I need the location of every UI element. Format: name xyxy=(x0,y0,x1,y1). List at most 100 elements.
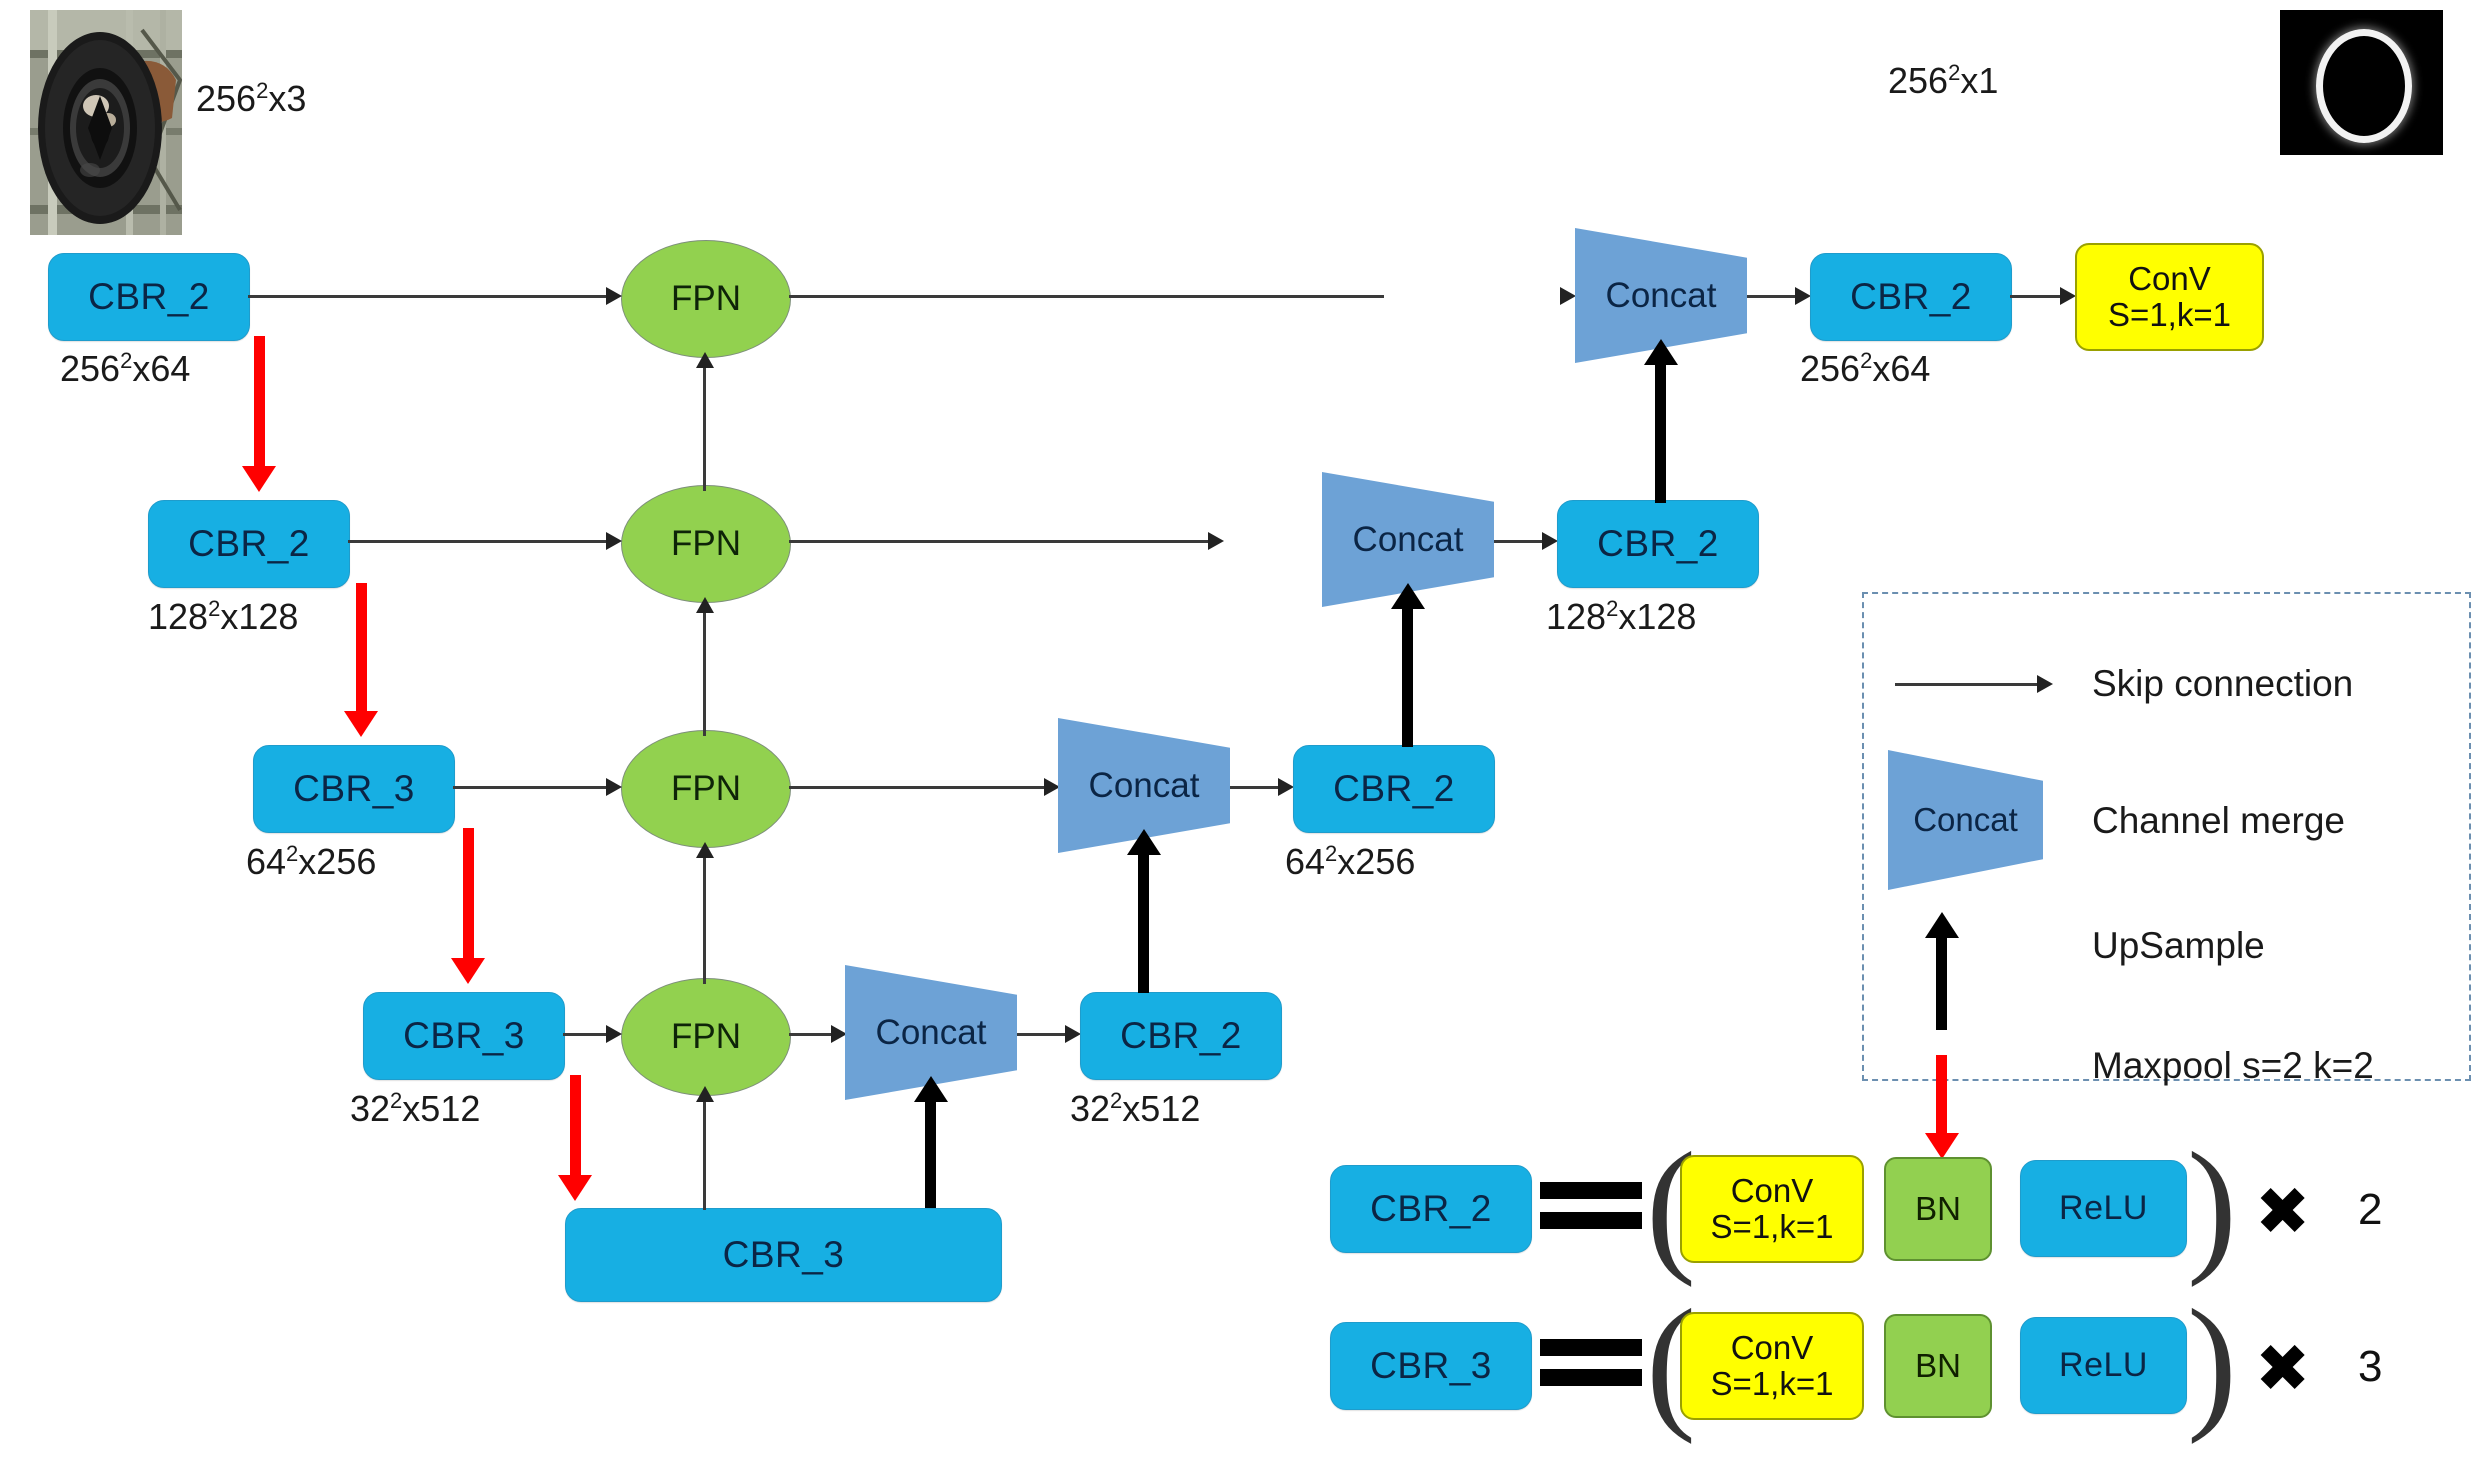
encoder-block-1[interactable]: CBR_2 xyxy=(48,253,250,341)
bottleneck-to-fpn4-head xyxy=(696,1086,714,1102)
encoder-block-2[interactable]: CBR_2 xyxy=(148,500,350,588)
maxpool-arrow-2-head xyxy=(344,711,378,737)
concat2-to-cbr-head xyxy=(1542,532,1558,550)
legend-label-maxpool: Maxpool s=2 k=2 xyxy=(2092,1045,2374,1086)
cbr-def-block-1[interactable]: CBR_2 xyxy=(1330,1165,1532,1253)
legend-panel xyxy=(1862,592,2471,1081)
fpn-link-4-3-head xyxy=(696,352,714,368)
mask-ring-icon xyxy=(2316,29,2412,143)
cbr-def-block-1-label: CBR_2 xyxy=(1370,1188,1492,1229)
cbr-def-brace-right-1: ) xyxy=(2187,1122,2237,1288)
input-image-tire-photo xyxy=(30,10,182,235)
encoder-block-4[interactable]: CBR_3 xyxy=(363,992,565,1080)
concat1-to-cbr-head xyxy=(1795,287,1811,305)
input-dim-label: 2562x3 xyxy=(196,78,307,119)
fpn-node-1[interactable]: FPN xyxy=(621,240,791,358)
cbr-def-conv-2-line1: ConV xyxy=(1730,1329,1814,1367)
concat1-to-cbr-line xyxy=(1747,295,1795,298)
cbr-def-brace-right-2: ) xyxy=(2187,1279,2237,1445)
cbr-def-conv-2-line2: S=1,k=1 xyxy=(1710,1365,1834,1402)
decoder-block-2[interactable]: CBR_2 xyxy=(1557,500,1759,588)
legend-label-upsample: UpSample xyxy=(2092,925,2265,966)
cbr-def-bn-2-label: BN xyxy=(1915,1347,1961,1384)
fpn-node-4[interactable]: FPN xyxy=(621,978,791,1096)
cbr-def-repeat-2: 3 xyxy=(2358,1342,2383,1391)
legend-label-channel-merge: Channel merge xyxy=(2092,800,2345,841)
cbr-to-conv-line xyxy=(2010,295,2060,298)
legend-concat-icon: Concat xyxy=(1888,750,2043,890)
skip-3-line xyxy=(453,786,606,789)
decoder-dim-3: 642x256 xyxy=(1285,841,1416,882)
concat2-to-cbr-line xyxy=(1494,540,1542,543)
fpn2-to-concat2-head xyxy=(1208,532,1224,550)
output-dim-label: 2562x1 xyxy=(1888,60,1999,101)
cbr-def-block-2[interactable]: CBR_3 xyxy=(1330,1322,1532,1410)
fpn-link-3-2-head xyxy=(696,597,714,613)
output-conv-line1: ConV xyxy=(2128,260,2211,298)
fpn1-to-concat1-head xyxy=(1560,287,1576,305)
cbr-def-conv-1-line1: ConV xyxy=(1730,1172,1814,1210)
maxpool-arrow-3-head xyxy=(451,958,485,984)
skip-2-line xyxy=(348,540,606,543)
encoder-block-4-label: CBR_3 xyxy=(403,1015,525,1056)
cbr-to-conv-head xyxy=(2060,287,2076,305)
cbr-def-equals-2-top xyxy=(1540,1339,1642,1356)
fpn-link-2-1-shaft xyxy=(703,856,706,984)
upsample-arrow-2-shaft xyxy=(1402,607,1413,747)
legend-concat-shape-label: Concat xyxy=(1913,801,2018,838)
bottleneck-to-fpn4-shaft xyxy=(703,1100,706,1210)
bottleneck-block[interactable]: CBR_3 xyxy=(565,1208,1002,1302)
output-image-segmentation-mask xyxy=(2280,10,2443,155)
fpn-node-4-label: FPN xyxy=(671,1017,741,1056)
decoder-block-3[interactable]: CBR_2 xyxy=(1293,745,1495,833)
decoder-concat-3-label: Concat xyxy=(1088,765,1200,805)
decoder-block-1[interactable]: CBR_2 xyxy=(1810,253,2012,341)
fpn-node-3-label: FPN xyxy=(671,769,741,808)
fpn4-to-concat4-head xyxy=(831,1025,847,1043)
decoder-block-4[interactable]: CBR_2 xyxy=(1080,992,1282,1080)
fpn-node-2[interactable]: FPN xyxy=(621,485,791,603)
cbr-def-times-icon-2: ✖ xyxy=(2255,1331,2311,1405)
fpn3-to-concat3-line xyxy=(789,786,1044,789)
legend-skip-arrow-head-icon xyxy=(2037,675,2053,693)
cbr-def-equals-1-top xyxy=(1540,1182,1642,1199)
decoder-concat-1-label: Concat xyxy=(1605,275,1717,315)
decoder-block-4-label: CBR_2 xyxy=(1120,1015,1242,1056)
decoder-concat-2[interactable]: Concat xyxy=(1322,472,1494,607)
legend-upsample-icon-shaft xyxy=(1936,936,1947,1030)
cbr-def-relu-1: ReLU xyxy=(2020,1160,2187,1257)
decoder-block-1-label: CBR_2 xyxy=(1850,276,1972,317)
cbr-def-block-2-label: CBR_3 xyxy=(1370,1345,1492,1386)
upsample-arrow-4-head xyxy=(914,1076,948,1102)
upsample-arrow-3-shaft xyxy=(1138,853,1149,993)
encoder-dim-3: 642x256 xyxy=(246,841,377,882)
upsample-arrow-2-head xyxy=(1391,583,1425,609)
upsample-arrow-4-shaft xyxy=(925,1100,936,1208)
legend-upsample-icon-head xyxy=(1925,912,1959,938)
fpn-link-2-1-head xyxy=(696,842,714,858)
fpn1-to-concat1-line xyxy=(789,295,1384,298)
legend-maxpool-icon-shaft xyxy=(1936,1055,1947,1135)
maxpool-arrow-2-shaft xyxy=(356,583,367,711)
cbr-def-conv-1: ConV S=1,k=1 xyxy=(1680,1155,1864,1263)
encoder-block-1-label: CBR_2 xyxy=(88,276,210,317)
fpn-node-3[interactable]: FPN xyxy=(621,730,791,848)
concat3-to-cbr-head xyxy=(1278,778,1294,796)
encoder-block-2-label: CBR_2 xyxy=(188,523,310,564)
output-conv-head[interactable]: ConV S=1,k=1 xyxy=(2075,243,2264,351)
fpn-node-2-label: FPN xyxy=(671,524,741,563)
maxpool-arrow-4-head xyxy=(558,1175,592,1201)
skip-2-head xyxy=(606,532,622,550)
encoder-block-3-label: CBR_3 xyxy=(293,768,415,809)
cbr-def-relu-1-label: ReLU xyxy=(2059,1189,2148,1227)
upsample-arrow-1-shaft xyxy=(1655,363,1666,503)
decoder-dim-1: 2562x64 xyxy=(1800,348,1931,389)
encoder-dim-1: 2562x64 xyxy=(60,348,191,389)
encoder-block-3[interactable]: CBR_3 xyxy=(253,745,455,833)
cbr-def-bn-2: BN xyxy=(1884,1314,1992,1418)
skip-3-head xyxy=(606,778,622,796)
cbr-def-equals-1-bottom xyxy=(1540,1212,1642,1229)
cbr-def-equals-2-bottom xyxy=(1540,1369,1642,1386)
fpn2-to-concat2-line xyxy=(789,540,1208,543)
fpn-link-4-3-shaft xyxy=(703,366,706,491)
